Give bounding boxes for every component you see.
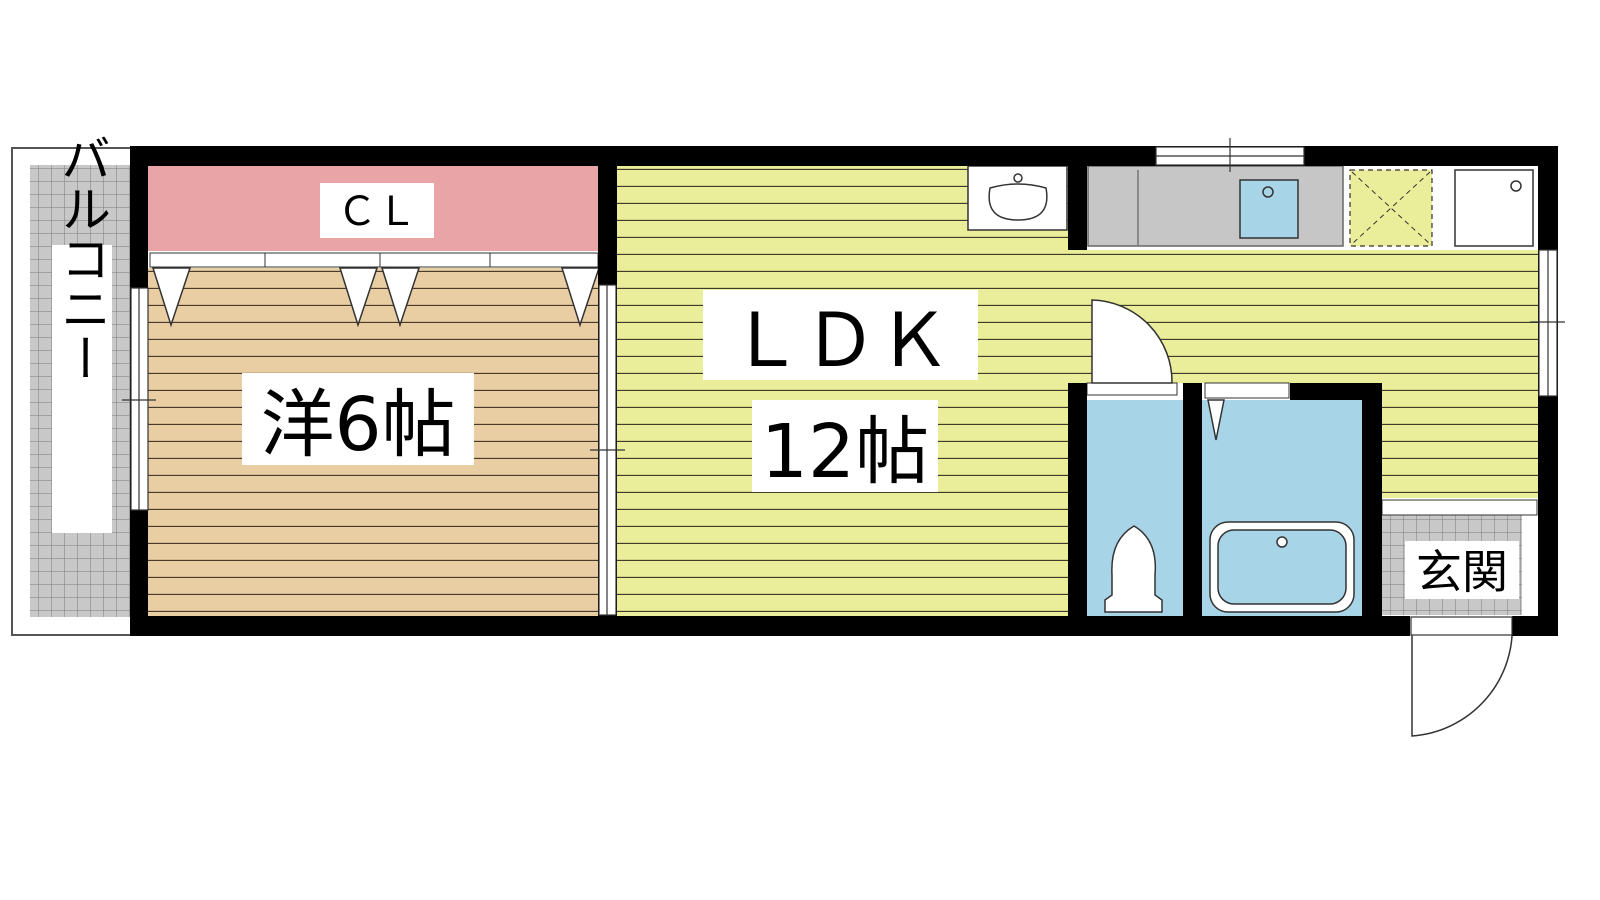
ldk-label-box: ＬＤＫ: [703, 290, 978, 384]
closet-label-box: ＣＬ: [320, 183, 434, 238]
ldk-size-label-box: 12帖: [752, 400, 938, 495]
closet-label: ＣＬ: [337, 189, 417, 235]
bath-door: [1204, 382, 1290, 441]
kitchen-counter: [1087, 165, 1344, 247]
ldk-size-label: 12帖: [761, 409, 929, 495]
western-room-label-box: 洋6帖: [242, 373, 474, 468]
washing-machine-space: [1454, 169, 1534, 247]
balcony-label-box: バルコニー: [52, 133, 112, 533]
entrance-step: [1381, 499, 1538, 516]
fridge-space: [1349, 169, 1433, 247]
toilet: [1104, 525, 1163, 613]
western-room-label: 洋6帖: [260, 382, 455, 468]
toilet-door: [1086, 299, 1178, 396]
washbasin: [967, 165, 1068, 231]
entrance-label-box: 玄関: [1405, 541, 1519, 599]
ldk-label: ＬＤＫ: [729, 298, 951, 384]
entrance-door: [1411, 619, 1514, 737]
balcony-label: バルコニー: [53, 133, 111, 383]
entrance-label: 玄関: [1416, 545, 1508, 599]
bathtub: [1209, 521, 1355, 613]
windows: [122, 138, 1565, 636]
closet-doors: [149, 252, 601, 328]
ldk-floor: [617, 166, 1538, 616]
